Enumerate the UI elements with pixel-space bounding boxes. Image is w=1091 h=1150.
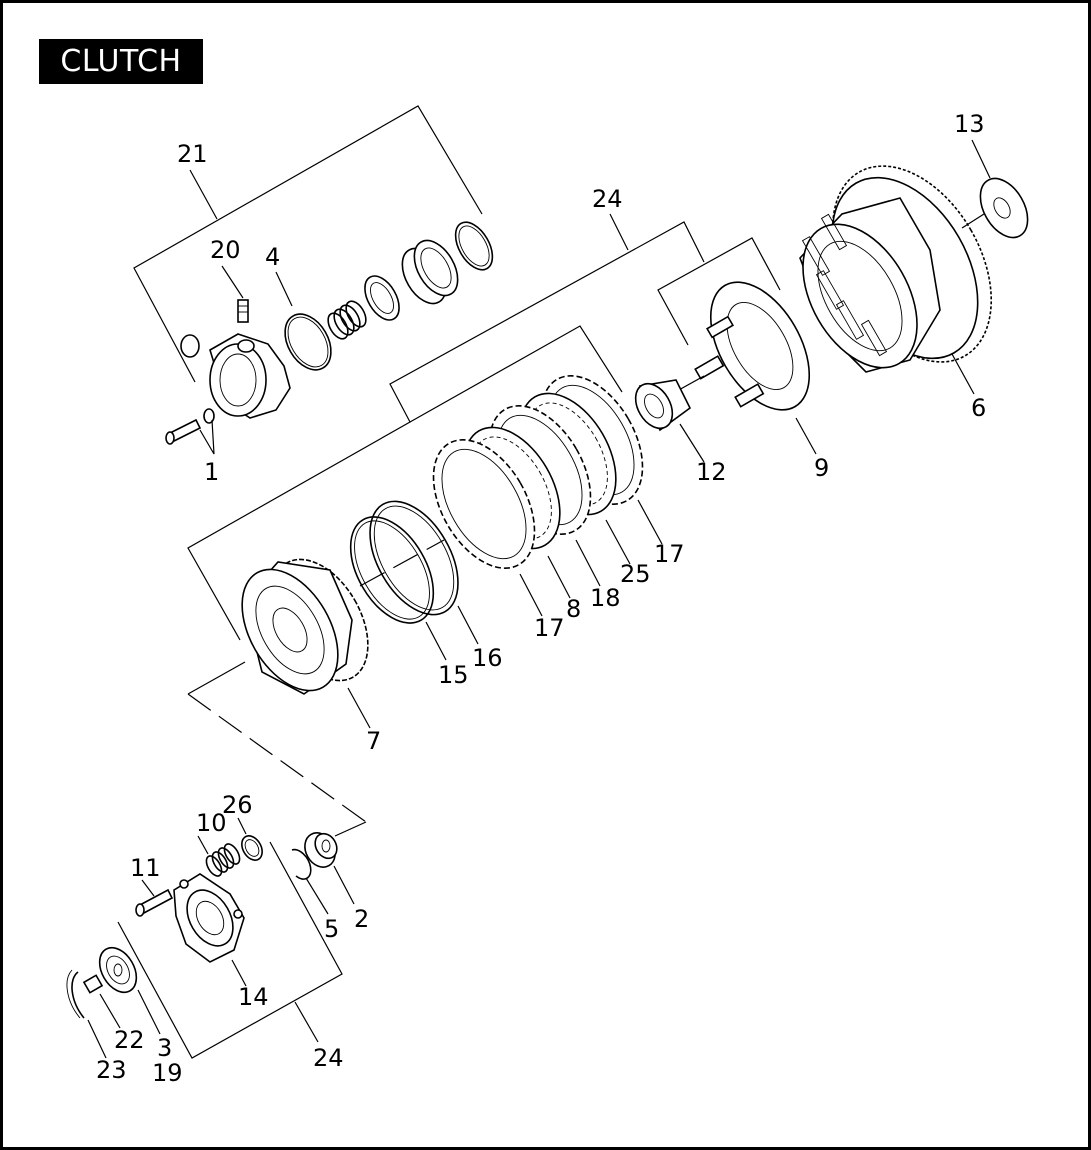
bracket-24-lower [117,841,343,1059]
piston-spring [327,300,367,340]
piston [401,239,459,305]
callout-10: 10 [196,809,227,837]
dashed-assembly-line [187,661,367,837]
callout-17-lower: 17 [534,614,565,642]
callout-6: 6 [971,394,986,422]
adjuster-nut-part-2 [304,832,355,905]
callout-8: 8 [566,595,581,623]
callout-3: 3 [157,1034,172,1062]
callout-23: 23 [96,1056,127,1084]
callout-14: 14 [238,983,269,1011]
callout-24-upper: 24 [592,185,623,213]
callout-12: 12 [696,458,727,486]
release-plate-part-14 [173,873,247,987]
callout-2: 2 [354,905,369,933]
callout-17-upper: 17 [654,540,685,568]
lockplate-part-26 [237,817,263,861]
retaining-ring-part-23 [66,969,107,1059]
friction-plate-17-lower [432,439,543,617]
spring-seat-part-16 [369,500,479,645]
callouts: 1 2 3 4 5 6 7 8 9 10 11 12 13 14 15 16 1… [96,110,986,1087]
thrust-washer-part-13 [961,139,1029,239]
callout-16: 16 [472,644,503,672]
callout-7: 7 [366,727,381,755]
callout-22: 22 [114,1026,145,1054]
bleeder-valve-part-20 [221,265,249,323]
callout-24-lower: 24 [313,1044,344,1072]
clutch-hub-part-7 [241,558,371,729]
bracket-21 [133,105,483,383]
callout-11: 11 [130,854,161,882]
bearing-part-3 [98,946,161,1035]
o-ring-part-4 [275,271,332,371]
piston-seal [364,275,400,321]
screw-part-11 [135,879,174,917]
callout-26: 26 [222,791,253,819]
bushing-part-12 [634,379,705,463]
callout-13: 13 [954,110,985,138]
callout-20: 20 [210,236,241,264]
callout-25: 25 [620,560,651,588]
screw-part-1 [165,408,215,455]
pushrod-part-22 [82,974,121,1029]
callout-4: 4 [265,243,280,271]
callout-5: 5 [324,915,339,943]
retaining-ring-part-5 [291,848,329,915]
callout-18: 18 [590,584,621,612]
damper-spring-part-15 [349,516,447,661]
bracket-24-upper [187,213,781,641]
slave-cylinder-body [180,333,291,419]
callout-9: 9 [814,454,829,482]
callout-19: 19 [152,1059,183,1087]
piston-o-ring [454,221,494,271]
clutch-shell-part-6 [799,165,993,395]
diagram-title: CLUTCH [39,39,203,84]
shell-slots [801,213,888,357]
callout-1: 1 [204,458,219,486]
spring-part-10 [197,835,241,877]
callout-15: 15 [438,661,469,689]
pressure-plate-part-9 [667,281,817,455]
callout-21: 21 [177,140,208,168]
